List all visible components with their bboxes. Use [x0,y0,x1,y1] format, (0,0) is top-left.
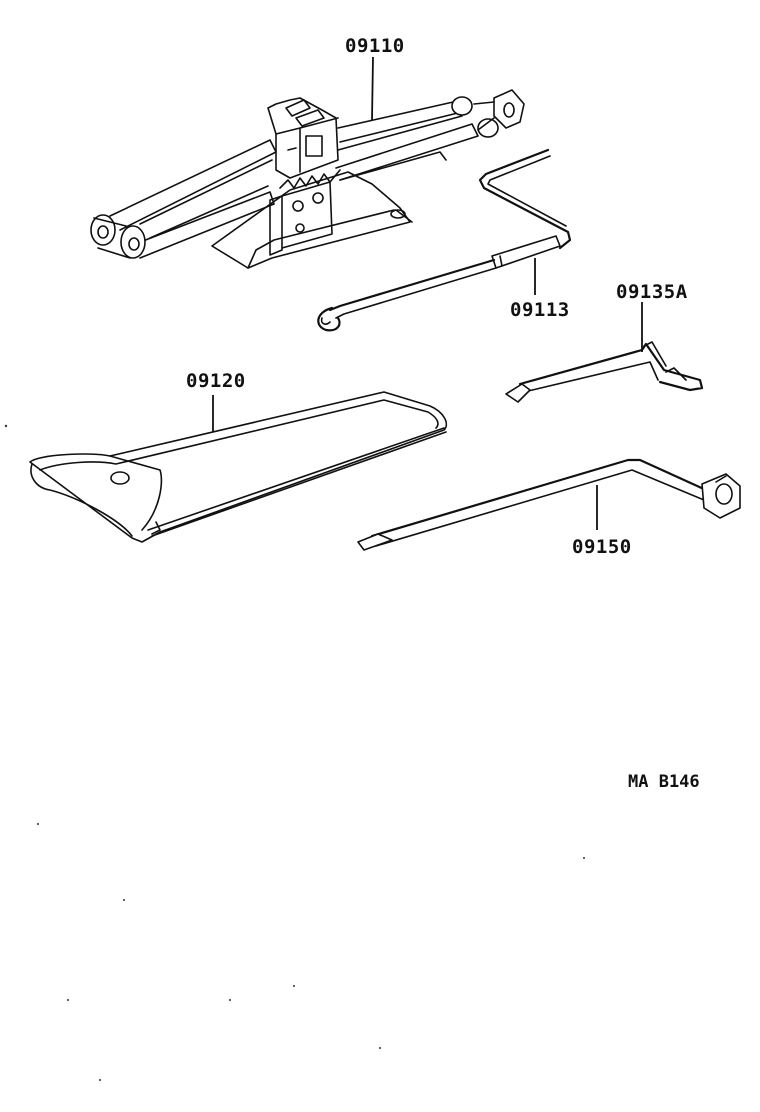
scan-specks [4,424,585,1081]
part-label-09120: 09120 [186,370,246,392]
scissor-jack-illustration [90,89,525,269]
part-label-09150: 09150 [572,536,632,558]
leader-line-09110 [371,56,374,121]
wrench-illustration [505,341,704,403]
part-label-09113: 09113 [510,299,570,321]
part-label-09110: 09110 [345,35,405,57]
part-label-09135A: 09135A [616,281,688,303]
lug-wrench-illustration [357,458,741,551]
jack-handle-illustration [317,148,572,332]
tool-bag-illustration [29,391,448,543]
diagram-reference-code: MA B146 [628,772,700,792]
